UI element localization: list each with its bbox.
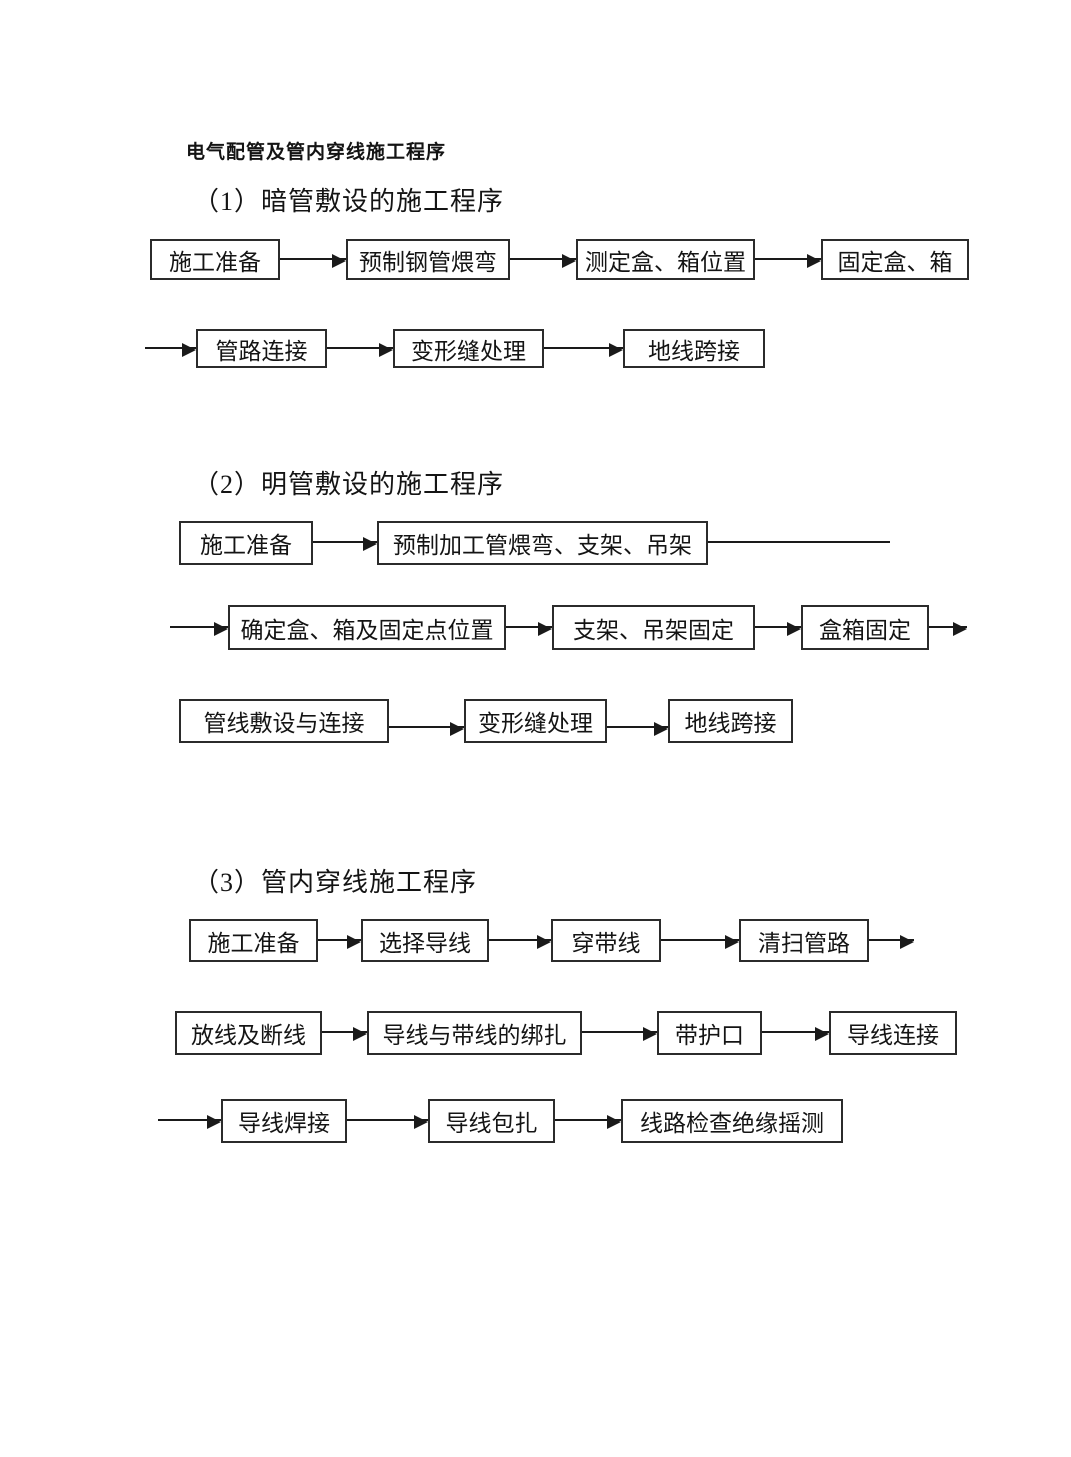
flow-step: 支架、吊架固定	[552, 605, 755, 650]
flow-step: 预制钢管煨弯	[346, 239, 510, 280]
flow-arrow-out	[869, 935, 914, 949]
flow-step: 清扫管路	[739, 919, 869, 962]
flow-step: 导线与带线的绑扎	[367, 1011, 582, 1055]
section-3-heading: （3）管内穿线施工程序	[193, 868, 478, 897]
flow-step: 地线跨接	[623, 329, 765, 368]
document-title: 电气配管及管内穿线施工程序	[186, 142, 447, 163]
flow-arrow	[322, 1027, 367, 1041]
flow-arrow	[389, 722, 464, 736]
flow-step: 穿带线	[551, 919, 661, 962]
flow-step: 施工准备	[150, 239, 280, 280]
flow-arrow	[661, 935, 739, 949]
flow-arrow	[510, 254, 576, 268]
flow-step: 带护口	[657, 1011, 762, 1055]
flow-arrow	[506, 622, 552, 636]
flow-step: 导线焊接	[221, 1099, 347, 1143]
flow-arrow	[327, 343, 393, 357]
flow-step: 固定盒、箱	[821, 239, 969, 280]
flow-step: 线路检查绝缘摇测	[621, 1099, 843, 1143]
flow-arrow-in	[145, 343, 196, 357]
flow-arrow	[607, 722, 668, 736]
flow-step: 确定盒、箱及固定点位置	[228, 605, 506, 650]
flow-arrow	[347, 1115, 428, 1129]
flow-line	[708, 541, 890, 543]
section-1-heading: （1）暗管敷设的施工程序	[193, 187, 505, 216]
flow-arrow	[762, 1027, 829, 1041]
flow-step: 施工准备	[179, 521, 313, 565]
flow-step: 选择导线	[361, 919, 489, 962]
flow-arrow	[582, 1027, 657, 1041]
flow-arrow	[318, 935, 361, 949]
section-2-heading: （2）明管敷设的施工程序	[193, 470, 505, 499]
flow-arrow	[755, 254, 821, 268]
flow-step: 放线及断线	[175, 1011, 322, 1055]
flow-arrow-in	[170, 622, 228, 636]
flow-step: 导线连接	[829, 1011, 957, 1055]
flow-arrow-in	[158, 1115, 221, 1129]
flow-arrow	[544, 343, 623, 357]
flow-step: 变形缝处理	[464, 699, 607, 743]
flow-arrow	[555, 1115, 621, 1129]
flow-arrow-out	[929, 622, 967, 636]
flow-step: 测定盒、箱位置	[576, 239, 755, 280]
flow-step: 盒箱固定	[801, 605, 929, 650]
flow-step: 管线敷设与连接	[179, 699, 389, 743]
flow-arrow	[755, 622, 801, 636]
flow-arrow	[313, 537, 377, 551]
flow-step: 地线跨接	[668, 699, 793, 743]
flow-arrow	[280, 254, 346, 268]
flow-step: 预制加工管煨弯、支架、吊架	[377, 521, 708, 565]
flow-step: 施工准备	[189, 919, 318, 962]
flow-step: 管路连接	[196, 329, 327, 368]
flow-arrow	[489, 935, 551, 949]
flow-step: 变形缝处理	[393, 329, 544, 368]
flow-step: 导线包扎	[428, 1099, 555, 1143]
